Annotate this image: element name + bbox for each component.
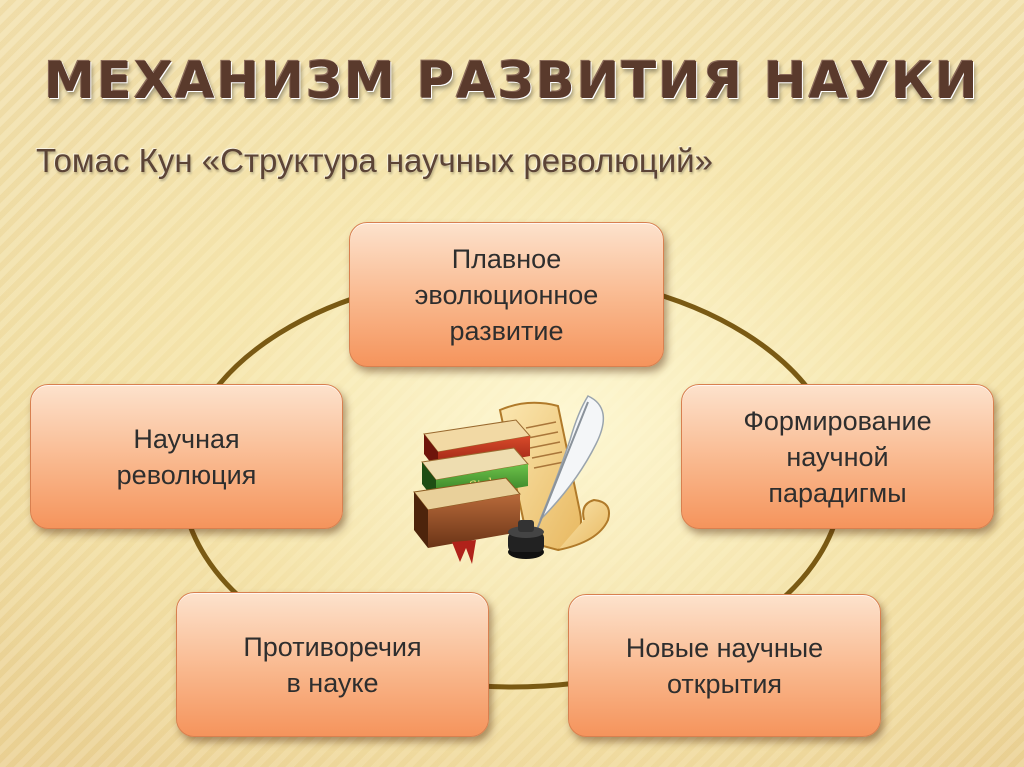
cycle-step-evolution: Плавное эволюционное развитие [349, 222, 664, 367]
slide-title: МЕХАНИЗМ РАЗВИТИЯ НАУКИ [44, 52, 980, 111]
slide-subtitle: Томас Кун «Структура научных революций» [36, 142, 713, 179]
cycle-step-discoveries: Новые научные открытия [568, 594, 881, 737]
cycle-step-revolution: Научная революция [30, 384, 343, 529]
cycle-step-paradigm: Формирование научной парадигмы [681, 384, 994, 529]
cycle-step-contradictions: Противоречия в науке [176, 592, 489, 737]
books-scroll-quill-icon: Styl [413, 395, 610, 564]
